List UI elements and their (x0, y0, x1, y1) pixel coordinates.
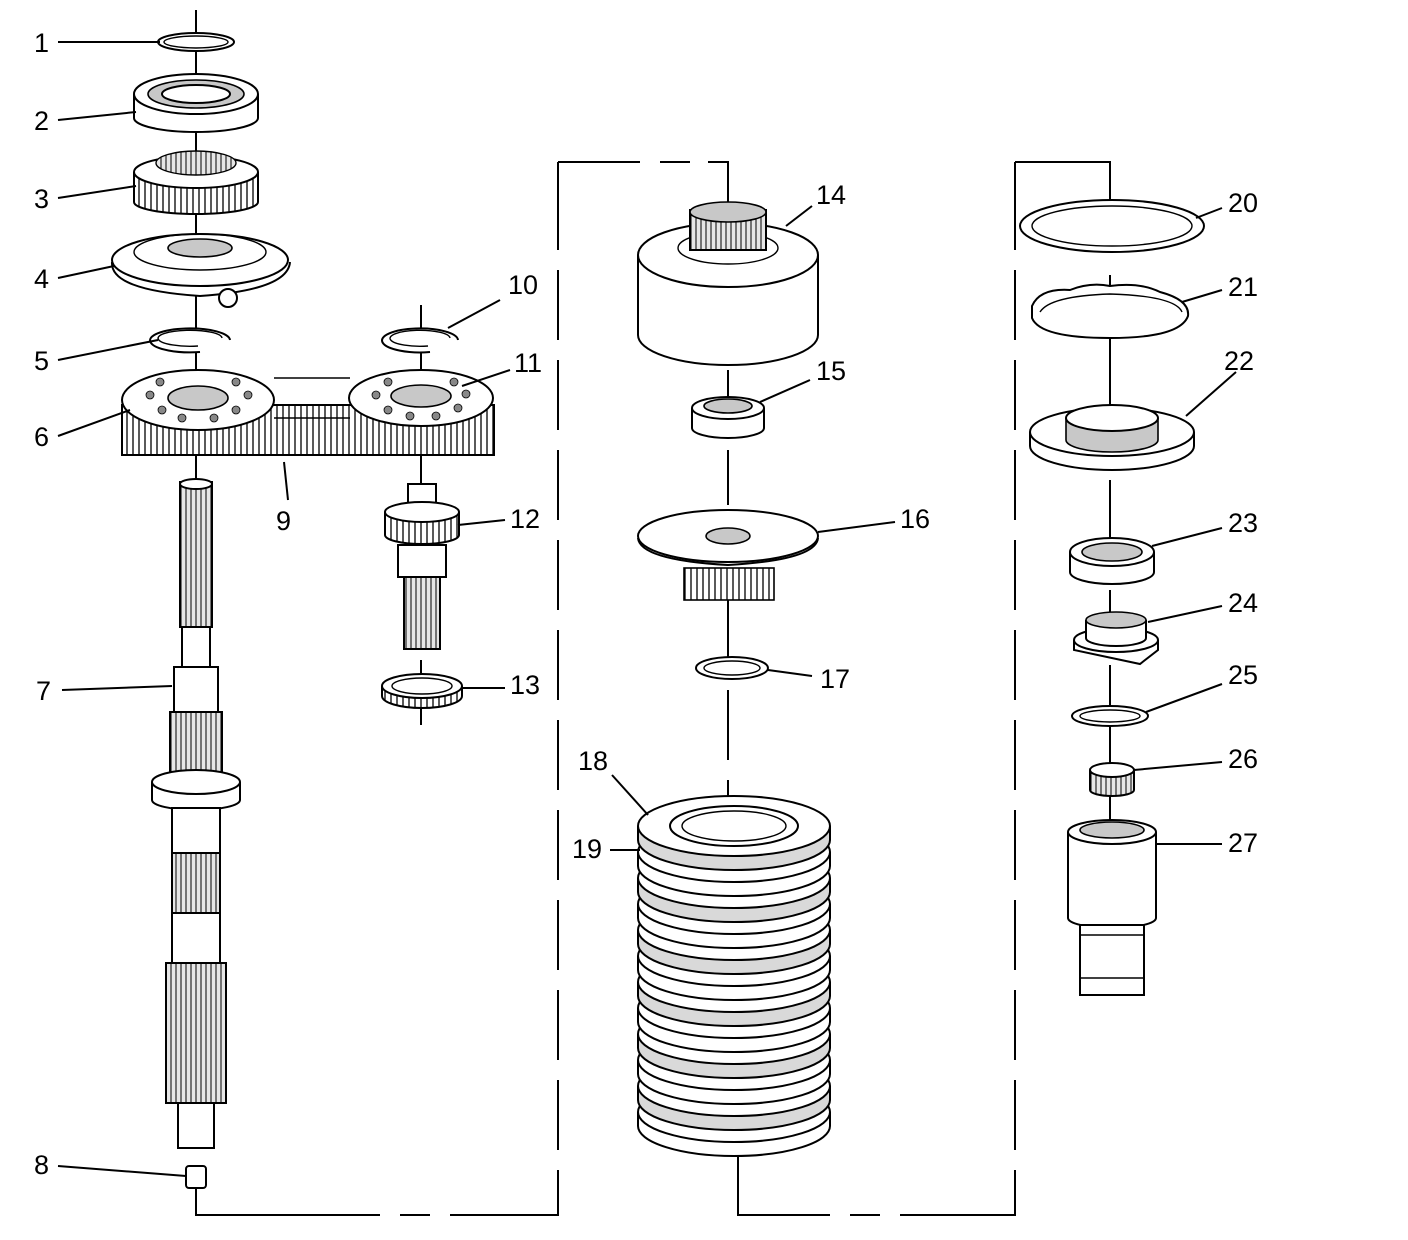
part-3-gear (133, 150, 259, 215)
leader-lines (57, 41, 1237, 1177)
part-9-drive-chain (274, 377, 350, 419)
callout-8: 8 (34, 1150, 49, 1180)
callout-15: 15 (816, 356, 846, 386)
part-21-wave-spring (1031, 283, 1190, 340)
part-5-snap-ring (149, 327, 231, 354)
part-18-19-clutch-plates (637, 795, 831, 1157)
callout-6: 6 (34, 422, 49, 452)
callout-12: 12 (510, 504, 540, 534)
part-7-mainshaft (151, 478, 241, 1149)
callout-17: 17 (820, 664, 850, 694)
callout-5: 5 (34, 346, 49, 376)
part-14-clutch-drum (637, 201, 819, 366)
part-20-thrust-washer (1019, 199, 1205, 253)
callout-24: 24 (1228, 588, 1258, 618)
callout-7: 7 (36, 676, 51, 706)
clutch-plate (637, 795, 831, 871)
part-16-clutch-hub (637, 509, 819, 601)
callout-11: 11 (514, 348, 542, 378)
callout-9: 9 (276, 506, 291, 536)
part-1-snap-ring (157, 32, 235, 52)
callout-22: 22 (1224, 346, 1254, 376)
callout-16: 16 (900, 504, 930, 534)
part-4-oil-pump (110, 233, 291, 308)
part-22-apply-piston (1029, 404, 1195, 471)
callout-10: 10 (508, 270, 538, 300)
part-26-needle-bearing (1089, 762, 1135, 797)
callout-2: 2 (34, 106, 49, 136)
part-24-cam (1073, 611, 1159, 666)
callout-25: 25 (1228, 660, 1258, 690)
callout-27: 27 (1228, 828, 1258, 858)
part-23-bearing (1069, 537, 1155, 585)
callout-14: 14 (816, 180, 846, 210)
part-27-output-shaft (1067, 819, 1157, 996)
part-2-bearing (133, 73, 259, 133)
callout-20: 20 (1228, 188, 1258, 218)
callout-labels: 1 2 3 4 5 6 7 8 9 10 11 12 13 14 15 16 1… (34, 28, 1258, 1180)
callout-1: 1 (34, 28, 49, 58)
part-25-snap-ring (1071, 705, 1149, 727)
part-11-driven-sprocket (348, 369, 494, 427)
part-13-tone-wheel (381, 673, 463, 709)
callout-26: 26 (1228, 744, 1258, 774)
part-12-front-output-shaft (384, 483, 460, 650)
part-10-snap-ring (381, 327, 459, 354)
part-15-bushing (691, 396, 765, 439)
callout-3: 3 (34, 184, 49, 214)
callout-19: 19 (572, 834, 602, 864)
part-8-pilot-bearing (185, 1165, 207, 1189)
callout-13: 13 (510, 670, 540, 700)
callout-4: 4 (34, 264, 49, 294)
callout-21: 21 (1228, 272, 1258, 302)
callout-18: 18 (578, 746, 608, 776)
callout-23: 23 (1228, 508, 1258, 538)
part-17-snap-ring (695, 656, 769, 680)
